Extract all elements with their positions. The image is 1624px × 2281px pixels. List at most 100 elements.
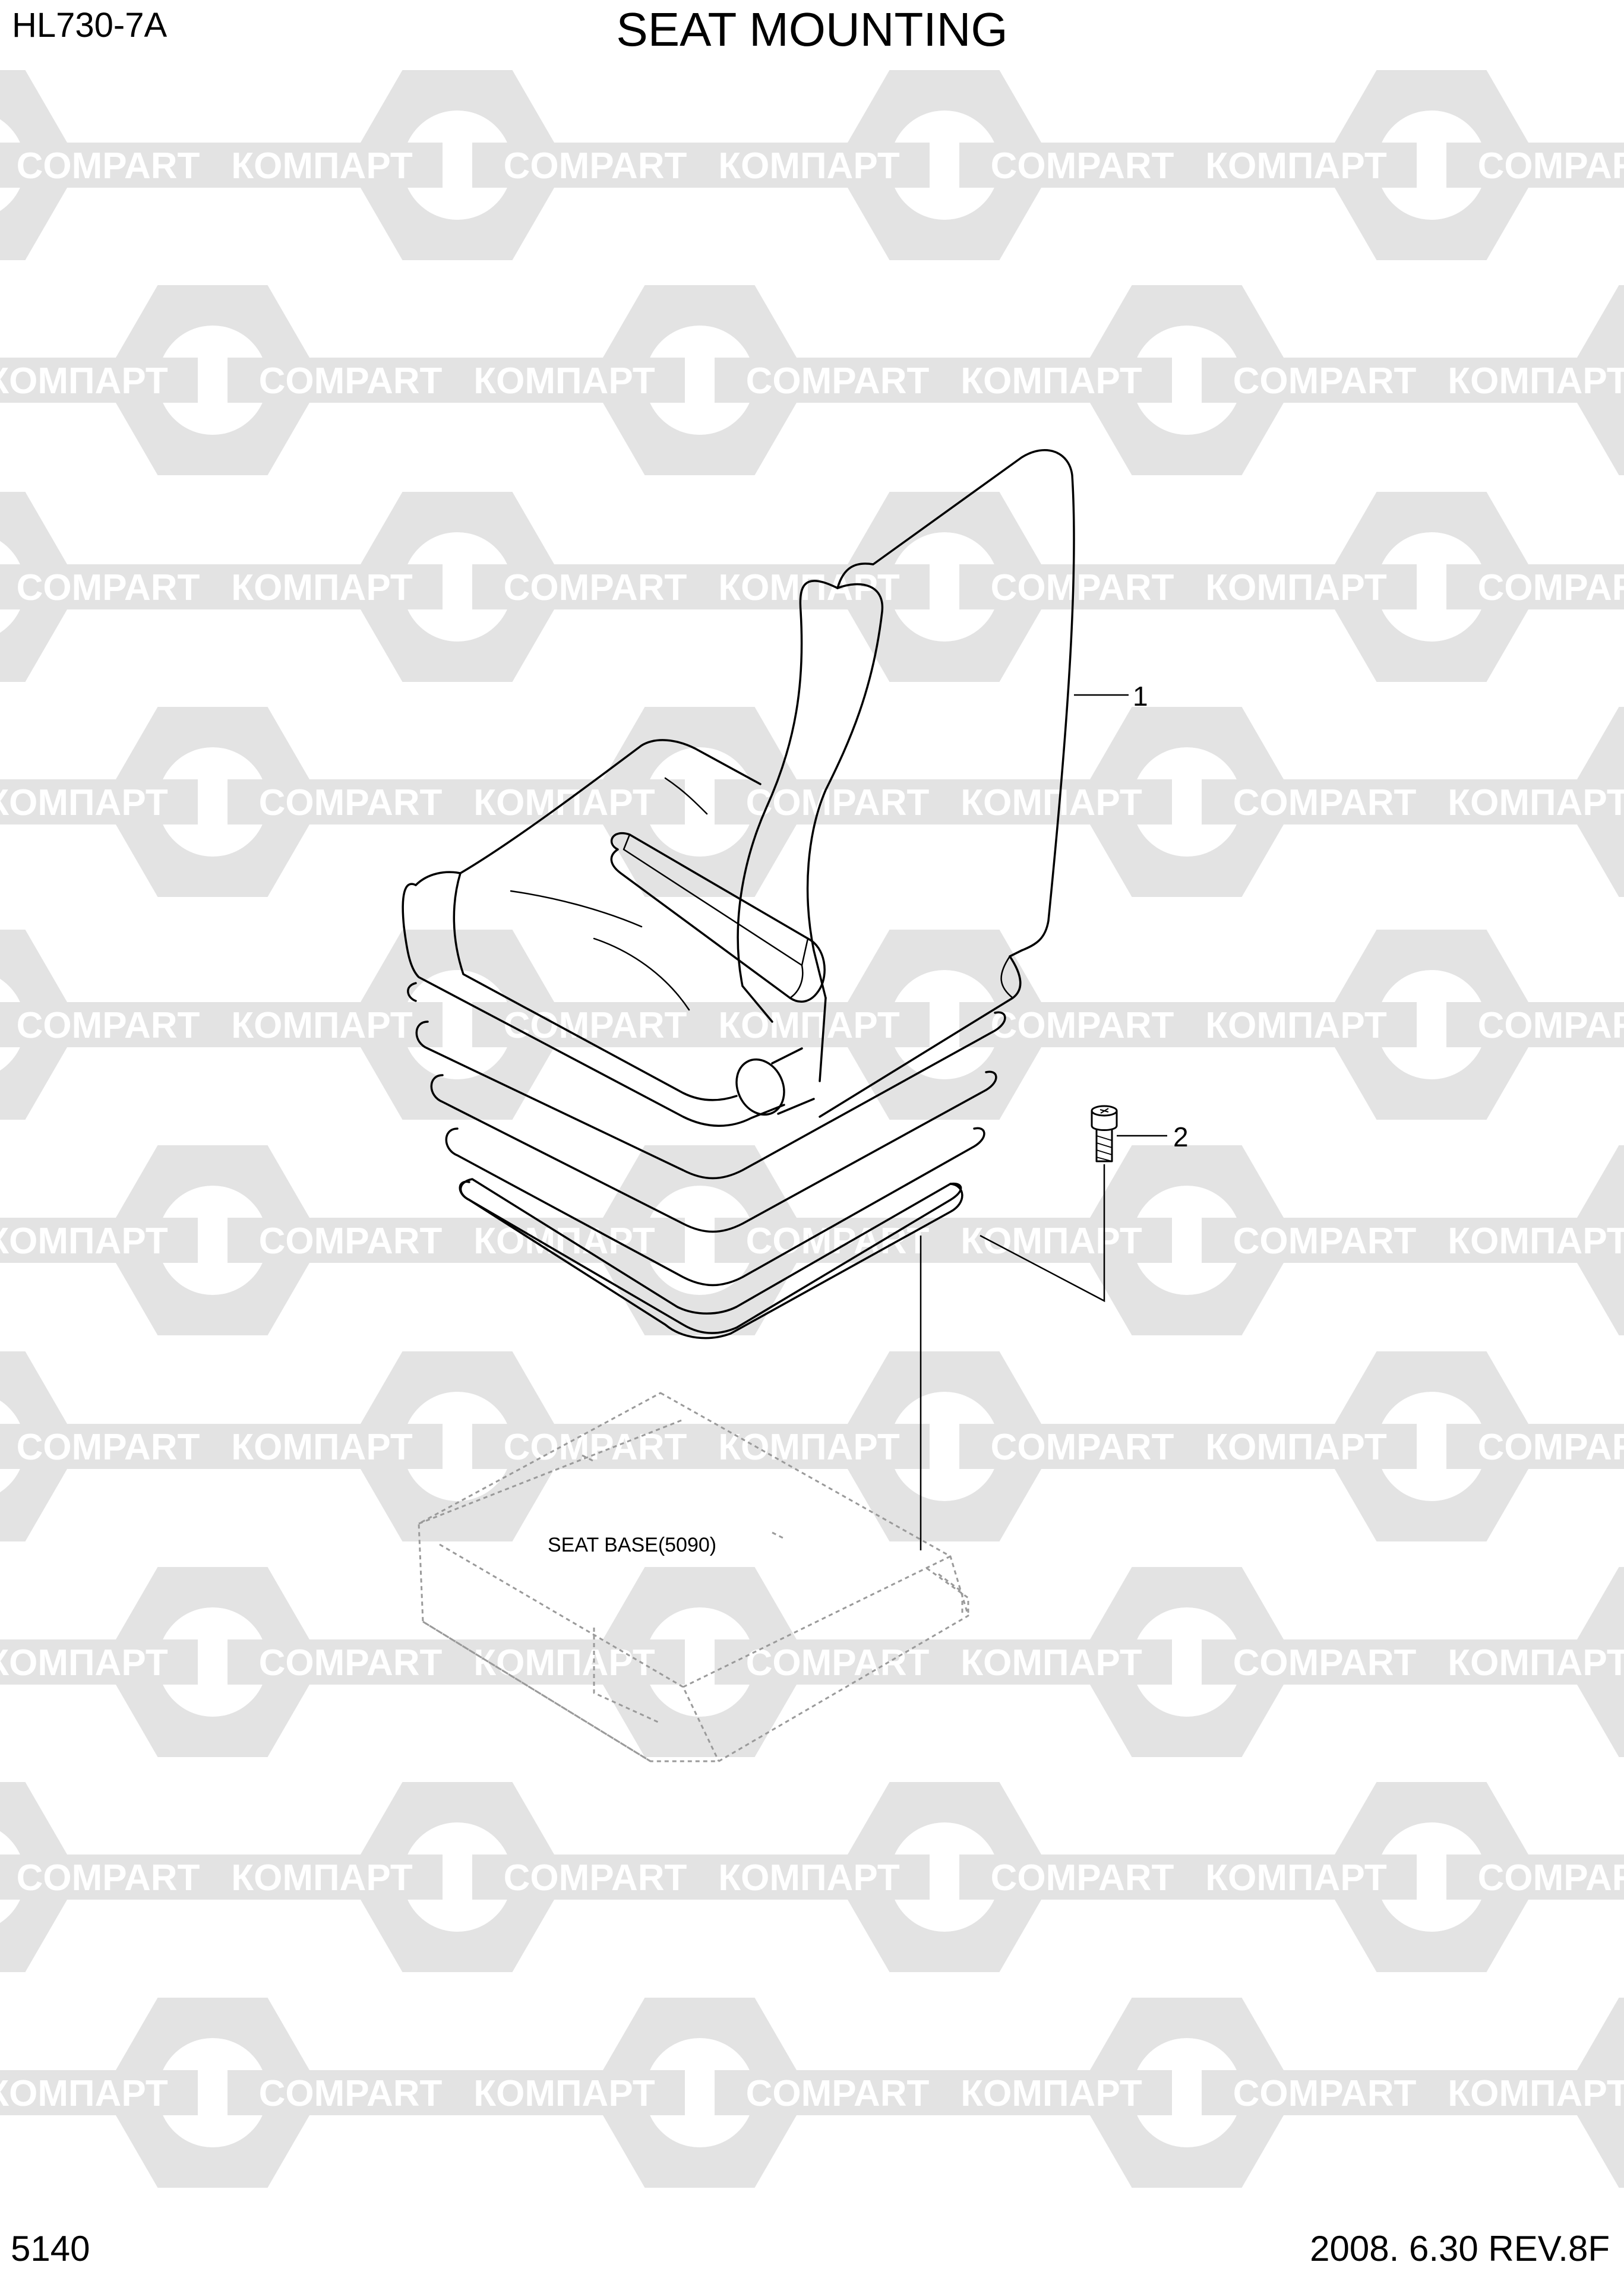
watermark-text-left: КОМПАРТ bbox=[718, 146, 900, 187]
watermark-text-right: COMPART bbox=[17, 1857, 200, 1898]
watermark-text-right: COMPART bbox=[504, 1857, 687, 1898]
model-number: HL730-7A bbox=[12, 6, 168, 45]
watermark-logo: КОМПАРТ COMPART bbox=[0, 1145, 462, 1335]
watermark-text-left: КОМПАРТ bbox=[1205, 146, 1387, 187]
watermark-text-right: COMPART bbox=[259, 1221, 443, 1262]
watermark-text-right: COMPART bbox=[991, 1427, 1174, 1468]
watermark-text-right: COMPART bbox=[17, 567, 200, 608]
watermark-text-right: COMPART bbox=[259, 2073, 443, 2114]
page-title: SEAT MOUNTING bbox=[616, 3, 1008, 56]
watermark-logo: КОМПАРТ COMPART bbox=[695, 1782, 1194, 1972]
watermark-text-left: КОМПАРТ bbox=[961, 2073, 1142, 2114]
page-number: 5140 bbox=[11, 2229, 90, 2269]
watermark-text-left: КОМПАРТ bbox=[0, 361, 168, 402]
watermark-text-left: КОМПАРТ bbox=[231, 1427, 413, 1468]
watermark-text-right: COMPART bbox=[1478, 146, 1624, 187]
watermark-text-right: COMPART bbox=[746, 2073, 930, 2114]
watermark-logo: КОМПАРТ COMPART bbox=[208, 492, 707, 682]
watermark-text-left: КОМПАРТ bbox=[0, 1221, 168, 1262]
watermark-text-left: КОМПАРТ bbox=[1448, 1221, 1624, 1262]
watermark-text-right: COMPART bbox=[259, 361, 443, 402]
watermark-text-left: КОМПАРТ bbox=[473, 1642, 655, 1683]
watermark-text-left: КОМПАРТ bbox=[231, 1857, 413, 1898]
leader-lines bbox=[920, 694, 1167, 1550]
watermark-text-right: COMPART bbox=[1233, 1642, 1417, 1683]
watermark-text-right: COMPART bbox=[17, 1005, 200, 1046]
watermark-text-right: COMPART bbox=[1478, 1857, 1624, 1898]
watermark-text-right: COMPART bbox=[991, 1005, 1174, 1046]
watermark-text-left: КОМПАРТ bbox=[718, 1005, 900, 1046]
watermark-text-left: КОМПАРТ bbox=[1205, 1857, 1387, 1898]
watermark-logo: КОМПАРТ COMPART bbox=[937, 1998, 1436, 2188]
watermark-text-right: COMPART bbox=[17, 146, 200, 187]
watermark-text-left: КОМПАРТ bbox=[231, 1005, 413, 1046]
watermark-text-right: COMPART bbox=[1233, 1221, 1417, 1262]
watermark-text-left: КОМПАРТ bbox=[0, 782, 168, 823]
watermark-text-right: COMPART bbox=[746, 782, 930, 823]
seat-base-reference-label: SEAT BASE(5090) bbox=[548, 1534, 716, 1556]
watermark-text-left: КОМПАРТ bbox=[0, 1642, 168, 1683]
watermark-text-right: COMPART bbox=[504, 1427, 687, 1468]
watermark-logo: КОМПАРТ COMPART bbox=[208, 1782, 707, 1972]
watermark-logo: КОМПАРТ COMPART bbox=[208, 1351, 707, 1541]
watermark-logo: КОМПАРТ COMPART bbox=[0, 1998, 462, 2188]
watermark-text-right: COMPART bbox=[991, 1857, 1174, 1898]
watermark-text-right: COMPART bbox=[991, 146, 1174, 187]
watermark-logo: КОМПАРТ COMPART bbox=[0, 285, 462, 475]
watermark-logo: КОМПАРТ COMPART bbox=[937, 707, 1436, 897]
watermark-text-right: COMPART bbox=[1478, 1005, 1624, 1046]
watermark-logo: КОМПАРТ COMPART bbox=[695, 1351, 1194, 1541]
watermark-text-left: КОМПАРТ bbox=[0, 2073, 168, 2114]
watermark-text-left: КОМПАРТ bbox=[718, 1857, 900, 1898]
watermark-text-right: COMPART bbox=[259, 1642, 443, 1683]
watermark-text-left: КОМПАРТ bbox=[1205, 1005, 1387, 1046]
watermark-logo: КОМПАРТ COMPART bbox=[1182, 70, 1624, 260]
watermark-text-left: КОМПАРТ bbox=[1448, 1642, 1624, 1683]
watermark-text-left: КОМПАРТ bbox=[718, 1427, 900, 1468]
watermark-text-left: КОМПАРТ bbox=[231, 567, 413, 608]
watermark-logo: КОМПАРТ COMPART bbox=[695, 70, 1194, 260]
watermark-text-right: COMPART bbox=[504, 567, 687, 608]
watermark-text-right: COMPART bbox=[1233, 361, 1417, 402]
watermark-logo: КОМПАРТ COMPART bbox=[937, 285, 1436, 475]
seat-base-phantom bbox=[418, 1392, 969, 1762]
bolt bbox=[1091, 1105, 1118, 1162]
watermark-text-right: COMPART bbox=[1478, 1427, 1624, 1468]
watermark-text-left: КОМПАРТ bbox=[231, 146, 413, 187]
date-revision: 2008. 6.30 REV.8F bbox=[1310, 2229, 1610, 2269]
watermark-text-left: КОМПАРТ bbox=[1448, 782, 1624, 823]
watermark-text-right: COMPART bbox=[1233, 782, 1417, 823]
watermark-text-left: КОМПАРТ bbox=[473, 2073, 655, 2114]
watermark-logo: КОМПАРТ COMPART bbox=[0, 1567, 462, 1757]
watermark-text-left: КОМПАРТ bbox=[961, 361, 1142, 402]
watermark-text-left: КОМПАРТ bbox=[961, 1642, 1142, 1683]
watermark-text-left: КОМПАРТ bbox=[961, 782, 1142, 823]
watermark-text-right: COMPART bbox=[1478, 567, 1624, 608]
watermark-logo: КОМПАРТ COMPART bbox=[1182, 1782, 1624, 1972]
watermark-text-right: COMPART bbox=[746, 361, 930, 402]
watermark-logo: КОМПАРТ COMPART bbox=[450, 1567, 949, 1757]
watermark-text-right: COMPART bbox=[746, 1642, 930, 1683]
watermark-text-left: КОМПАРТ bbox=[1448, 361, 1624, 402]
watermark-text-left: КОМПАРТ bbox=[718, 567, 900, 608]
watermark-text-right: COMPART bbox=[17, 1427, 200, 1468]
watermark-text-right: COMPART bbox=[1233, 2073, 1417, 2114]
watermark-text-left: КОМПАРТ bbox=[1448, 2073, 1624, 2114]
